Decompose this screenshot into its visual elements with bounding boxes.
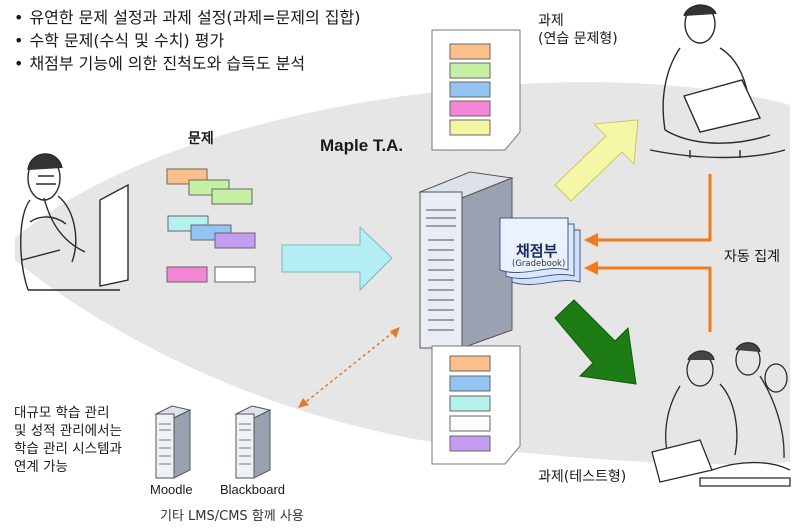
feature-list: 유연한 문제 설정과 과제 설정(과제=문제의 집합) 수학 문제(수식 및 수… [14, 6, 360, 75]
moodle-label: Moodle [150, 482, 193, 497]
arrow-to-test [554, 299, 637, 385]
lms-note-line: 학습 관리 시스템과 [14, 441, 122, 457]
lms-note-line: 연계 가능 [14, 459, 68, 475]
assignment-practice-sublabel: (연습 문제형) [538, 31, 618, 47]
blackboard-label: Blackboard [220, 482, 286, 497]
practice-assignment-doc [431, 29, 521, 151]
feature-item: 유연한 문제 설정과 과제 설정(과제=문제의 집합) [14, 6, 360, 29]
arrow-to-server [281, 225, 393, 292]
problem-card [211, 188, 253, 205]
problem-cards [166, 168, 256, 283]
lms-note-line: 및 성적 관리에서는 [14, 423, 122, 439]
problem-card [214, 232, 256, 249]
assignment-card [449, 43, 491, 60]
assignment-test-label: 과제(테스트형) [538, 469, 627, 485]
problems-label: 문제 [188, 131, 214, 147]
arrow-to-practice [554, 119, 639, 202]
assignment-card [449, 81, 491, 98]
teacher-illustration [20, 153, 129, 291]
assignment-card [449, 395, 491, 412]
assignment-card [449, 355, 491, 372]
lms-note-line: 대규모 학습 관리 [14, 405, 110, 421]
blackboard-server-icon [234, 405, 272, 479]
gradebook-subtitle: (Gradebook) [512, 259, 566, 269]
feature-item: 수학 문제(수식 및 수치) 평가 [14, 29, 360, 52]
server-tower-icon [418, 171, 514, 349]
assignment-card [449, 375, 491, 392]
auto-collect-label: 자동 집계 [724, 249, 780, 265]
problem-card [166, 266, 208, 283]
maple-ta-label: Maple T.A. [320, 136, 404, 155]
assignment-card [449, 435, 491, 452]
feature-item: 채점부 기능에 의한 진척도와 습득도 분석 [14, 52, 360, 75]
lms-link-line [301, 329, 397, 406]
arrowhead [584, 233, 598, 247]
students-test-illustration [651, 342, 791, 487]
arrowhead [298, 398, 309, 408]
auto-collect-arrows [596, 174, 712, 332]
arrowhead [584, 261, 598, 275]
assignment-card [449, 100, 491, 117]
moodle-server-icon [154, 405, 192, 479]
gradebook-icon [499, 217, 581, 286]
other-lms-label: 기타 LMS/CMS 함께 사용 [160, 509, 304, 524]
assignment-practice-label: 과제 [538, 13, 564, 29]
arrowhead [390, 327, 400, 338]
assignment-card [449, 62, 491, 79]
assignment-card [449, 119, 491, 136]
test-assignment-doc [431, 345, 521, 465]
problem-card [214, 266, 256, 283]
gradebook-title: 채점부 [516, 242, 558, 260]
student-practice-illustration [649, 4, 786, 159]
lms-note: 대규모 학습 관리 및 성적 관리에서는 학습 관리 시스템과 연계 가능 [14, 404, 122, 476]
assignment-card [449, 415, 491, 432]
